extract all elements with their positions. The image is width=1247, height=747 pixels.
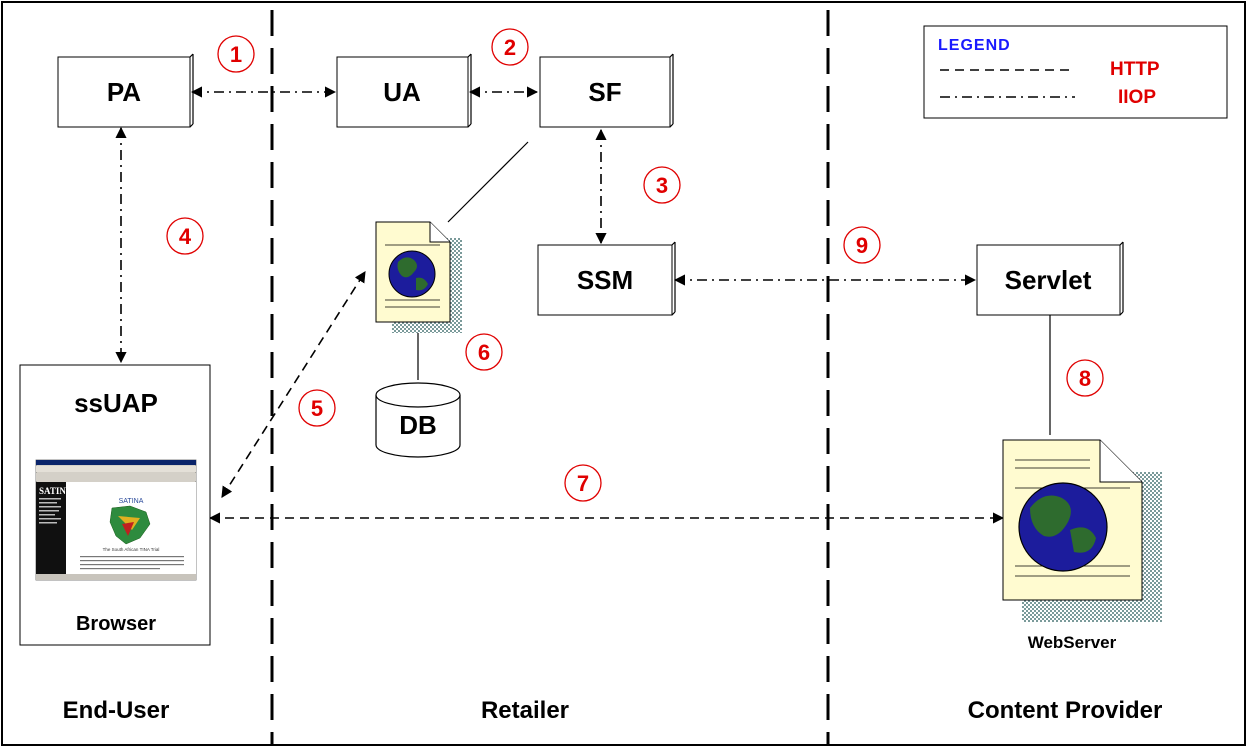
- node-db-label: DB: [399, 410, 437, 440]
- node-ssuap: ssUAP SATINA SATINA The South African TI…: [20, 365, 210, 645]
- step-1: 1: [218, 36, 254, 72]
- step-9-label: 9: [856, 233, 868, 258]
- node-ssm: SSM: [538, 242, 675, 315]
- screenshot-logo-text: SATINA: [119, 498, 144, 505]
- zone-label-retailer: Retailer: [481, 697, 569, 724]
- link-browser-page: [222, 272, 365, 497]
- browser-screenshot: SATINA SATINA The South African TINA Tri…: [36, 460, 196, 580]
- step-9: 9: [844, 227, 880, 263]
- legend-title: LEGEND: [938, 37, 1011, 54]
- node-ua: UA: [337, 54, 471, 127]
- zone-label-end-user: End-User: [63, 697, 170, 724]
- step-7-label: 7: [577, 471, 589, 496]
- node-browser-label: Browser: [76, 613, 156, 635]
- legend-iiop-label: IIOP: [1118, 87, 1156, 108]
- node-servlet-label: Servlet: [1005, 265, 1092, 295]
- step-1-label: 1: [230, 42, 242, 67]
- node-db: DB: [376, 383, 460, 457]
- step-5-label: 5: [311, 396, 323, 421]
- link-sf-page: [448, 142, 528, 222]
- step-4: 4: [167, 218, 203, 254]
- step-3-label: 3: [656, 173, 668, 198]
- node-servlet: Servlet: [977, 242, 1123, 315]
- step-5: 5: [299, 390, 335, 426]
- step-6-label: 6: [478, 340, 490, 365]
- legend-http-label: HTTP: [1110, 59, 1160, 80]
- step-7: 7: [565, 465, 601, 501]
- node-pa: PA: [58, 54, 193, 127]
- node-sf-label: SF: [588, 77, 621, 107]
- step-4-label: 4: [179, 224, 192, 249]
- screenshot-caption: The South African TINA Trial: [103, 547, 160, 552]
- step-2-label: 2: [504, 35, 516, 60]
- legend: LEGEND HTTP IIOP: [924, 26, 1227, 118]
- zone-label-content-provider: Content Provider: [968, 697, 1163, 724]
- step-3: 3: [644, 167, 680, 203]
- node-sf: SF: [540, 54, 673, 127]
- webserver-page-icon: WebServer: [1003, 440, 1162, 652]
- node-webserver-label: WebServer: [1028, 633, 1117, 652]
- node-ua-label: UA: [383, 77, 421, 107]
- node-ssuap-label: ssUAP: [74, 388, 158, 418]
- step-6: 6: [466, 334, 502, 370]
- node-ssm-label: SSM: [577, 265, 633, 295]
- node-pa-label: PA: [107, 77, 141, 107]
- step-8-label: 8: [1079, 366, 1091, 391]
- step-2: 2: [492, 29, 528, 65]
- step-8: 8: [1067, 360, 1103, 396]
- retailer-page-icon: [376, 222, 462, 333]
